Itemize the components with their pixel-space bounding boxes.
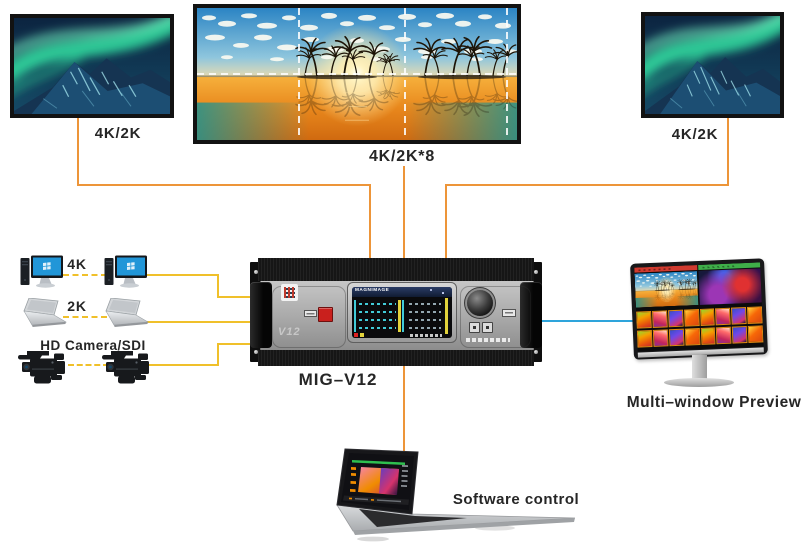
monitor-stand-base	[664, 378, 734, 387]
line-laptop-h	[145, 321, 260, 323]
pvw-window	[697, 268, 762, 305]
brand-text: MAGNIMAGE	[355, 287, 390, 293]
power-label	[304, 310, 317, 317]
sunset-image	[197, 8, 517, 140]
power-button[interactable]	[318, 307, 333, 322]
lcd-status-red	[354, 333, 358, 337]
preview-label: Multi–window Preview	[626, 394, 802, 411]
line-preview	[541, 320, 633, 322]
lcd-yellow-bar	[398, 300, 401, 332]
line-right-display-drop	[445, 184, 447, 258]
brand-logo	[281, 284, 298, 301]
monitor-stand-neck	[692, 355, 707, 380]
camera-input-label: HD Camera/SDI	[40, 338, 146, 353]
panel-etch-left	[272, 286, 346, 348]
preview-thumb	[731, 307, 747, 325]
handle-right	[520, 282, 542, 348]
preview-thumb	[667, 309, 684, 328]
camera-icon	[18, 349, 70, 391]
video-processor: V12 MAGNIMAGE	[250, 256, 542, 368]
function-button-right[interactable]	[482, 322, 493, 333]
model-etch: V12	[278, 326, 301, 338]
preview-bezel	[630, 258, 768, 360]
line-pc-h2	[217, 296, 260, 298]
line-left-display-h	[77, 184, 371, 186]
preview-thumb	[747, 325, 764, 343]
preview-thumb	[699, 308, 716, 326]
device-model-label: MIG–V12	[298, 370, 378, 389]
software-label: Software control	[452, 491, 580, 508]
line-software-v	[403, 366, 405, 452]
line-pc-dashed	[63, 274, 107, 276]
line-wall-v	[403, 166, 405, 258]
line-camera-h1	[148, 364, 219, 366]
lcd-bezel: MAGNIMAGE	[347, 282, 457, 343]
chassis-bottom	[258, 350, 534, 366]
menu-label	[502, 309, 516, 317]
laptop-icon	[104, 298, 150, 328]
wall-dashed-grid	[197, 8, 517, 140]
preview-thumb	[636, 329, 653, 348]
line-pc-v	[217, 274, 219, 298]
handle-left	[250, 282, 272, 348]
pc-input-label: 4K	[67, 256, 87, 272]
laptop-keyboard	[359, 509, 467, 527]
line-camera-dashed	[68, 364, 109, 366]
video-wall	[193, 4, 521, 144]
chassis-top	[258, 258, 534, 281]
lcd-yellow-bar2	[445, 298, 448, 334]
left-display-label: 4K/2K	[94, 125, 142, 142]
lcd-status-text-marks	[410, 334, 442, 337]
line-left-display-drop	[369, 184, 371, 258]
software-progress-bar	[352, 460, 405, 465]
lcd-screen: MAGNIMAGE	[352, 287, 452, 338]
preview-thumb	[684, 328, 701, 346]
preview-thumb	[651, 310, 668, 328]
right-display	[641, 12, 784, 118]
pc-icon	[104, 255, 148, 291]
preview-thumb	[747, 306, 763, 324]
function-button-left[interactable]	[469, 322, 480, 333]
right-display-label: 4K/2K	[671, 126, 719, 143]
line-right-display-v	[727, 118, 729, 186]
line-left-display-v	[77, 118, 79, 186]
preview-thumb	[652, 329, 669, 347]
line-right-display-h	[445, 184, 729, 186]
jog-knob[interactable]	[467, 290, 493, 316]
preview-screen	[634, 262, 764, 352]
left-display	[10, 14, 174, 118]
pgm-window	[634, 271, 698, 308]
preview-thumb	[668, 328, 685, 347]
wall-label: 4K/2K*8	[368, 148, 436, 165]
preview-thumb	[716, 326, 732, 345]
preview-thumb	[715, 307, 731, 326]
line-camera-h2	[217, 343, 260, 345]
panel-etch-right	[460, 286, 531, 348]
lcd-header: MAGNIMAGE	[352, 287, 452, 297]
preview-thumb	[636, 311, 652, 329]
preview-monitor	[628, 256, 772, 390]
preview-thumb	[700, 327, 716, 345]
software-image-right	[379, 468, 399, 495]
pc-icon	[20, 255, 64, 291]
camera-icon	[102, 349, 154, 391]
line-laptop-dashed	[63, 316, 107, 318]
preview-thumb	[732, 326, 748, 344]
line-camera-v	[217, 343, 219, 366]
lcd-cyan-bar	[354, 300, 356, 332]
panel-text-marks	[466, 338, 510, 342]
line-pc-h1	[147, 274, 219, 276]
aurora-image	[14, 18, 170, 114]
preview-thumb	[683, 309, 700, 327]
aurora-image	[645, 16, 780, 114]
lcd-cyan-bar2	[402, 300, 404, 332]
software-orange-buttons	[350, 467, 356, 492]
laptop-input-label: 2K	[67, 298, 87, 314]
lcd-status-yellow	[360, 333, 364, 337]
software-laptop	[336, 448, 576, 542]
